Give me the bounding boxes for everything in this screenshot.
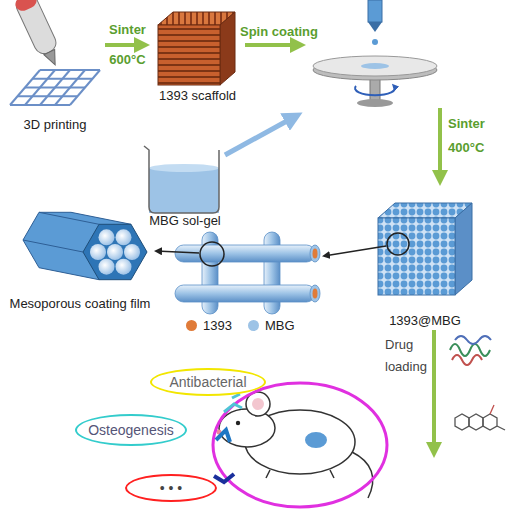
legend-text: MBG (265, 318, 295, 333)
subject-ring (213, 383, 387, 507)
process-arrow (245, 43, 300, 47)
printed-grid (10, 70, 100, 105)
step-caption: 1393 scaffold (130, 88, 265, 103)
step-label: Sinter 400°C (448, 112, 498, 160)
mouse-illustration (217, 392, 373, 498)
chevron-mark (224, 404, 242, 412)
legend-item: 1393 (186, 318, 232, 333)
zoom-circle (200, 242, 224, 266)
protein-glyph (450, 336, 491, 365)
beaker (144, 146, 219, 213)
outcome-text: Osteogenesis (88, 422, 174, 438)
step-caption: Mesoporous coating film (0, 296, 175, 311)
step-caption: 1393@MBG (350, 313, 500, 328)
process-arrow (432, 330, 436, 452)
zoom-arrow (156, 251, 199, 253)
illustrated-step: 1393 scaffold (150, 5, 245, 103)
strut-detail (175, 232, 320, 314)
chevron-mark (214, 474, 234, 482)
illustrated-step: MBG sol-gel (135, 130, 235, 228)
spin-coater (313, 0, 437, 107)
process-arrow (105, 43, 144, 47)
mesopore-bundle (23, 212, 147, 279)
step-label: Spin coating (240, 24, 320, 40)
outcome-oval: Osteogenesis (75, 414, 187, 446)
outcome-oval: Antibacterial (150, 368, 266, 396)
coated-scaffold-cube (378, 203, 472, 295)
legend-swatch (248, 320, 259, 331)
step-label: Drug loading (385, 334, 433, 378)
legend-item: MBG (248, 318, 295, 333)
outcome-text: • • • (160, 480, 182, 496)
outcome-text: Antibacterial (169, 374, 246, 390)
molecule-glyph (455, 405, 505, 430)
edge-label: Sinter 600°C (105, 15, 151, 75)
scaffold-cube (158, 12, 235, 85)
legend-text: 1393 (203, 318, 232, 333)
step-caption: MBG sol-gel (115, 213, 255, 228)
outcome-oval: • • • (125, 474, 217, 502)
process-arrow (438, 108, 442, 180)
chevron-mark (216, 430, 230, 442)
zoom-circle (387, 233, 409, 255)
illustrated-step: Mesoporous coating film (5, 200, 155, 311)
zoom-arrow (324, 246, 386, 256)
feed-arrow (225, 116, 296, 155)
illustrated-step: 1393@MBG (370, 198, 480, 328)
illustrated-step: 3D printing (5, 0, 105, 132)
step-caption: 3D printing (0, 117, 125, 132)
legend-swatch (186, 320, 197, 331)
printer-nozzle (13, 0, 65, 70)
